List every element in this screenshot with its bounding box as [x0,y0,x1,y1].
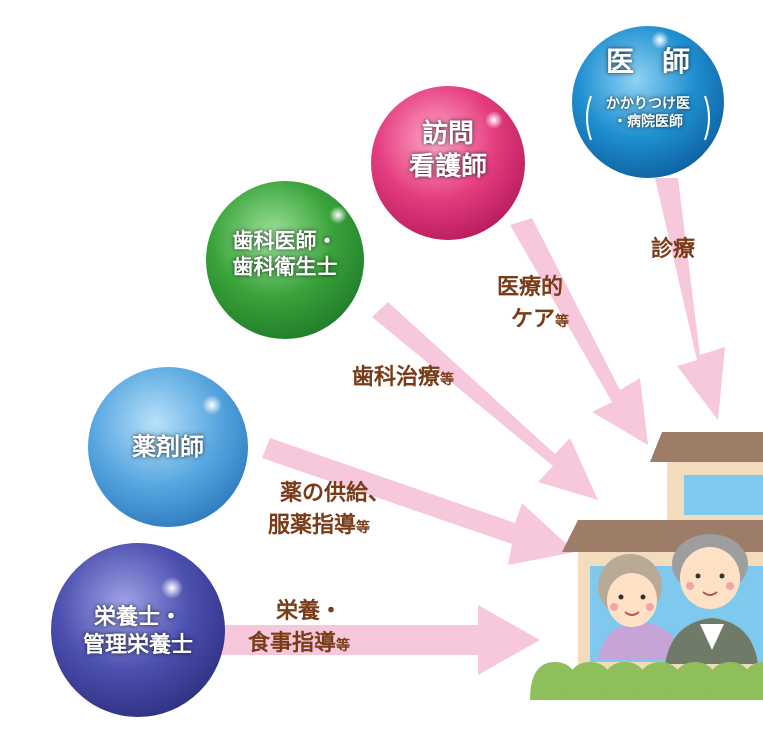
service-label-doctor: 診療 [651,234,695,266]
service-label-pharmacist: 薬の供給、 服薬指導等 [268,478,390,542]
arrow-pharmacist [262,438,575,565]
bubble-dentist [206,181,364,339]
bubble-label-nurse: 訪問 看護師 [393,118,503,183]
arrow-doctor [655,178,725,420]
arrows [222,178,725,675]
bubble-sub-doctor: かかりつけ医 ・病院医師 [593,96,703,131]
service-pharmacist-line-2: 服薬指導等 [268,512,371,538]
service-doctor-line-1: 診療 [651,237,696,262]
bubble-label-pharmacist: 薬剤師 [108,432,228,462]
house-illustration [530,432,763,700]
bubble-pharmacist [88,367,248,527]
bubble-sub-doctor-line-1: かかりつけ医 [605,96,691,112]
bubble-label-dietitian-line-1: 栄養士・ [93,605,182,630]
bubble-label-doctor: 医 師 [598,44,698,79]
bubble-label-doctor-line-1: 医 師 [605,45,690,78]
bubble-dietitian [51,543,225,717]
arrow-nurse [510,218,648,445]
grandmother-icon [598,554,682,660]
bubble-nurse [371,86,525,240]
service-label-dietitian: 栄養・ 食事指導等 [248,596,350,660]
service-nurse-line-1: 医療的 [497,275,564,300]
service-label-nurse: 医療的 ケア等 [497,272,569,336]
grandfather-icon [665,534,758,664]
bubble-label-nurse-line-1: 訪問 [421,119,474,149]
bubble-doctor [572,26,724,178]
doctor-sub-paren-right [704,95,710,141]
arrow-dietitian [222,605,540,675]
service-dentist-line-1: 歯科治療等 [352,365,455,390]
bubble-label-dentist-line-2: 歯科衛生士 [232,255,338,280]
bubble-label-pharmacist-line-1: 薬剤師 [132,433,204,461]
service-label-dentist: 歯科治療等 [352,362,454,394]
service-dietitian-line-1: 栄養・ [276,599,343,624]
bushes [530,662,763,700]
service-pharmacist-line-1: 薬の供給、 [280,481,391,506]
bubble-label-dietitian: 栄養士・ 管理栄養士 [66,604,210,659]
bubble-label-nurse-line-2: 看護師 [408,151,487,182]
service-nurse-line-2: ケア等 [511,306,570,332]
service-dietitian-line-2: 食事指導等 [248,630,351,656]
bubble-sub-doctor-line-2: ・病院医師 [613,113,683,130]
arrow-dentist [372,302,598,500]
doctor-sub-paren-left [586,95,592,141]
bubble-label-dentist-line-1: 歯科医師・ [232,229,338,253]
bubble-label-dentist: 歯科医師・ 歯科衛生士 [215,228,355,281]
bubble-label-dietitian-line-2: 管理栄養士 [82,632,193,658]
